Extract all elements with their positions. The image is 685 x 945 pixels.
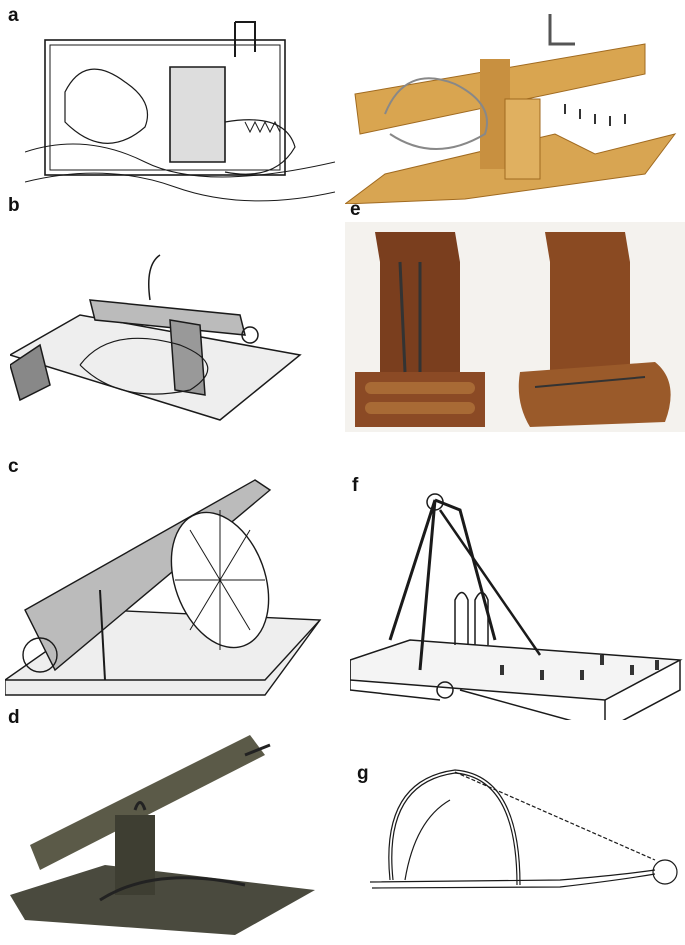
panel-a-photo bbox=[345, 4, 680, 204]
panel-a-patent-drawing bbox=[25, 12, 335, 202]
panel-label-f: f bbox=[352, 475, 359, 496]
panel-e-photo bbox=[345, 222, 685, 432]
panel-g-patent-drawing bbox=[360, 760, 680, 920]
panel-c-engraving bbox=[5, 470, 325, 700]
panel-label-b: b bbox=[8, 195, 20, 216]
panel-d-photo bbox=[5, 725, 325, 940]
panel-label-d: d bbox=[8, 707, 20, 728]
panel-label-a: a bbox=[8, 5, 19, 26]
panel-label-c: c bbox=[8, 456, 19, 477]
panel-label-g: g bbox=[357, 763, 369, 784]
panel-b-engraving bbox=[10, 205, 330, 425]
panel-f-patent-drawing bbox=[350, 490, 685, 720]
panel-label-e: e bbox=[350, 199, 361, 220]
